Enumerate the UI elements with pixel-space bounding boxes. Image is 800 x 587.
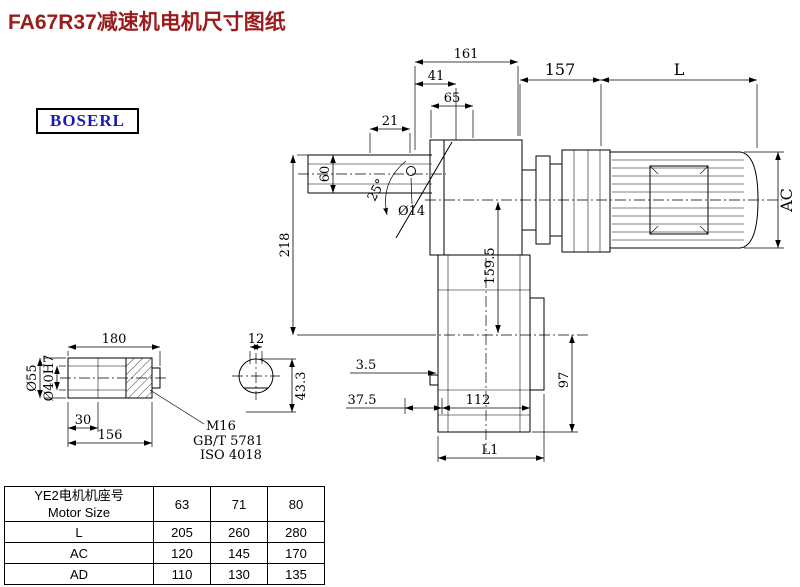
dim-157: 157 xyxy=(519,60,602,146)
dim-157-label: 157 xyxy=(545,60,576,79)
brand-logo: BOSERL xyxy=(36,108,139,134)
shaft-detail-view xyxy=(60,357,168,399)
standard-iso-label: ISO 4018 xyxy=(200,448,262,463)
dim-hole-diameter: Ø14 xyxy=(398,177,425,219)
dim-65-label: 65 xyxy=(444,91,461,106)
dim-180-label: 180 xyxy=(102,332,127,347)
dim-AC-label: AC xyxy=(777,188,796,213)
bolt-hole xyxy=(406,166,416,176)
dim-3-5-label: 3.5 xyxy=(356,358,377,373)
dim-L-label: L xyxy=(674,60,685,79)
dim-65: 65 xyxy=(430,91,474,138)
motor-fins xyxy=(612,159,744,241)
dim-30-label: 30 xyxy=(75,413,92,428)
table-header-motor-size: YE2电机机座号 Motor Size xyxy=(4,486,154,522)
L-63: 205 xyxy=(153,521,211,543)
row-label-AD: AD xyxy=(4,563,154,585)
dim-3-5: 3.5 xyxy=(350,358,436,376)
AC-71: 145 xyxy=(210,542,268,564)
dim-97-label: 97 xyxy=(557,372,572,389)
dim-hole-label: Ø14 xyxy=(398,204,425,219)
dim-55-label: Ø55 xyxy=(25,364,40,391)
dim-112: 112 xyxy=(441,393,530,414)
dim-218-label: 218 xyxy=(278,233,293,258)
dim-97: 97 xyxy=(532,335,578,433)
dim-AC: AC xyxy=(744,151,796,249)
dim-12-label: 12 xyxy=(248,332,265,347)
table-size-80: 80 xyxy=(267,486,325,522)
dim-60: 60 xyxy=(318,155,336,193)
dim-161-label: 161 xyxy=(454,47,479,62)
page-title: FA67R37减速机电机尺寸图纸 xyxy=(8,11,286,34)
AC-80: 170 xyxy=(267,542,325,564)
dim-218: 218 xyxy=(278,154,425,336)
dim-159-5-label: 159.5 xyxy=(483,247,498,284)
AD-80: 135 xyxy=(267,563,325,585)
table-size-71: 71 xyxy=(210,486,268,522)
dim-41-label: 41 xyxy=(428,69,445,84)
gearbox-housing xyxy=(395,139,588,452)
dim-43-3: 43.3 xyxy=(246,358,309,413)
motor-flange-stack xyxy=(521,149,611,253)
dim-161: 161 xyxy=(414,47,519,150)
AD-71: 130 xyxy=(210,563,268,585)
dim-37-5-label: 37.5 xyxy=(348,393,377,408)
L-80: 280 xyxy=(267,521,325,543)
dim-40H7: Ø40H7 xyxy=(42,355,66,402)
dim-37-5: 37.5 xyxy=(346,393,442,414)
dim-43-3-label: 43.3 xyxy=(294,372,309,401)
dim-159-5: 159.5 xyxy=(483,202,501,333)
motor-size-table: YE2电机机座号 Motor Size 63 71 80 L 205 260 2… xyxy=(4,486,325,585)
dim-L1: L1 xyxy=(437,394,545,462)
dim-112-label: 112 xyxy=(466,393,491,408)
table-row-header: YE2电机机座号 Motor Size 63 71 80 xyxy=(4,486,325,522)
AD-63: 110 xyxy=(153,563,211,585)
dim-41: 41 xyxy=(415,69,457,140)
dim-L: L xyxy=(601,60,758,148)
row-label-AC: AC xyxy=(4,542,154,564)
dim-40H7-label: Ø40H7 xyxy=(42,355,57,402)
dim-60-label: 60 xyxy=(318,166,333,183)
thread-label: M16 xyxy=(206,419,236,434)
row-label-L: L xyxy=(4,521,154,543)
dim-30: 30 xyxy=(67,402,99,432)
thread-callout: M16 GB/T 5781 ISO 4018 xyxy=(149,389,263,463)
dim-L1-label: L1 xyxy=(482,443,499,458)
L-71: 260 xyxy=(210,521,268,543)
table-row-L: L 205 260 280 xyxy=(4,521,325,543)
dim-180: 180 xyxy=(67,332,161,366)
dim-156-label: 156 xyxy=(98,428,123,443)
dim-21: 21 xyxy=(369,114,411,153)
AC-63: 120 xyxy=(153,542,211,564)
dim-156: 156 xyxy=(67,402,153,447)
shaft-end-view xyxy=(232,353,280,400)
table-row-AD: AD 110 130 135 xyxy=(4,563,325,585)
dim-21-label: 21 xyxy=(382,114,399,129)
table-size-63: 63 xyxy=(153,486,211,522)
dim-55: Ø55 xyxy=(25,357,66,399)
motor-body xyxy=(425,151,782,249)
table-row-AC: AC 120 145 170 xyxy=(4,542,325,564)
dim-12: 12 xyxy=(248,332,265,364)
standard-gbt-label: GB/T 5781 xyxy=(193,434,263,449)
